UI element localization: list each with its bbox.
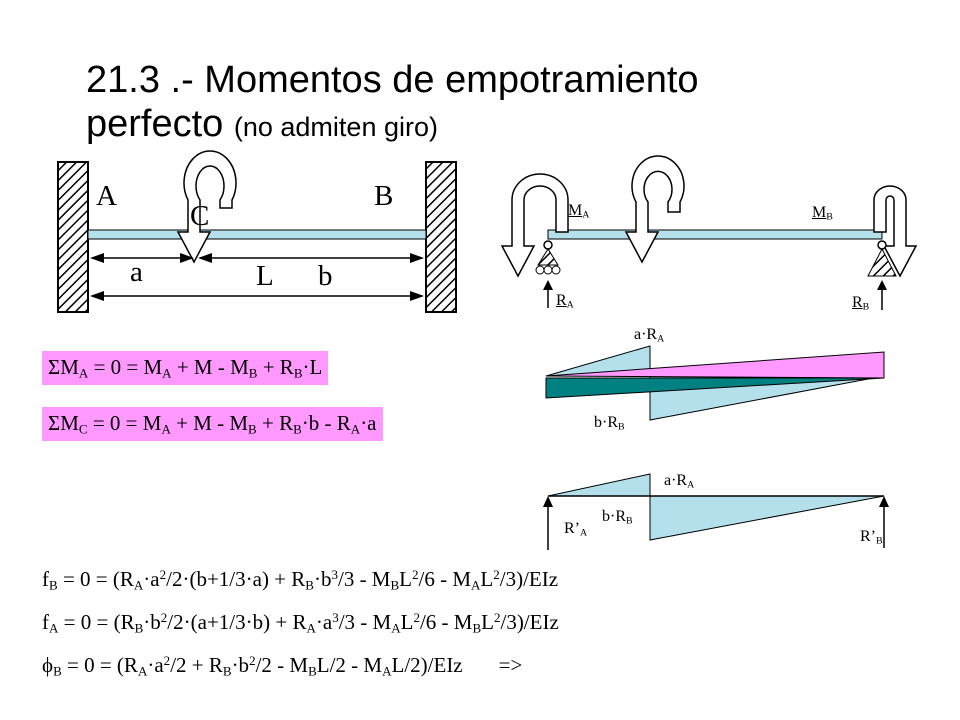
diagram1-label-bottom: b·RB (594, 414, 625, 433)
title-line-1: 21.3 .- Momentos de empotramiento (86, 59, 699, 101)
diagram2-label-left: R’A (564, 520, 588, 539)
dim-l-arrow-right (410, 291, 424, 301)
label-b-length: b (318, 260, 333, 292)
label-ma: MA (568, 202, 590, 221)
diagram2-triangle-left (547, 473, 651, 497)
pin-b (877, 240, 887, 250)
page-title: 21.3 .- Momentos de empotramiento perfec… (86, 58, 699, 149)
label-c-point: C (190, 200, 210, 232)
moment-arrow-c (176, 150, 237, 264)
moment-arrow-ma (500, 173, 569, 278)
reaction-a-head (543, 280, 553, 290)
label-rb: RB (852, 294, 870, 313)
label-a-point: A (96, 180, 117, 212)
left-wall (57, 161, 89, 313)
implies-arrow: => (498, 653, 523, 678)
moment-arrow-mb (873, 185, 918, 278)
label-l-length: L (256, 260, 274, 292)
pin-a (543, 240, 553, 250)
right-beam (547, 229, 883, 240)
reaction-b-head (877, 280, 887, 290)
support-a (537, 248, 559, 266)
dim-b-arrow-right (410, 253, 424, 263)
equation-fb: fB = 0 = (RA·a2/2·(b+1/3·a) + RB·b3/3 - … (42, 567, 559, 593)
dim-b-arrow-left (198, 253, 212, 263)
label-mb: MB (812, 204, 833, 223)
equation-box-sum-ma: ΣMA = 0 = MA + M - MB + RB·L (42, 351, 329, 386)
diagram1-pink (545, 351, 885, 379)
equation-phib: ϕB = 0 = (RA·a2/2 + RB·b2/2 - MBL/2 - MA… (42, 653, 523, 679)
roller-a-3 (551, 265, 561, 275)
diagram2-label-mid: b·RB (602, 508, 633, 527)
dim-a-arrow-right (180, 253, 194, 263)
diagram2-right-head (879, 496, 889, 507)
right-wall (425, 161, 457, 313)
diagram2-left-head (543, 496, 553, 507)
diagram1-label-top: a·RA (634, 326, 665, 345)
equation-fa: fA = 0 = (RB·b2/2·(a+1/3·b) + RA·a3/3 - … (42, 610, 559, 636)
title-subtitle: (no admiten giro) (233, 112, 438, 142)
moment-arrow-m (624, 155, 685, 264)
diagram2-triangle-right (649, 495, 885, 541)
diagram1-teal (545, 377, 885, 399)
label-b-point: B (374, 180, 394, 212)
title-line-2: perfecto (no admiten giro) (86, 102, 699, 149)
diagram2-label-right: R’B (860, 528, 883, 547)
label-a-length: a (130, 256, 143, 288)
equation-box-sum-mc: ΣMC = 0 = MA + M - MB + RB·b - RA·a (42, 407, 383, 442)
dim-l-arrow-left (90, 291, 104, 301)
diagram2-label-top: a·RA (664, 472, 695, 491)
left-beam (87, 229, 427, 240)
support-b (867, 247, 897, 277)
label-ra: RA (556, 292, 574, 311)
roller-a-1 (535, 265, 545, 275)
dim-a-arrow-left (90, 253, 104, 263)
title-main: perfecto (86, 103, 224, 145)
roller-a-2 (543, 265, 553, 275)
